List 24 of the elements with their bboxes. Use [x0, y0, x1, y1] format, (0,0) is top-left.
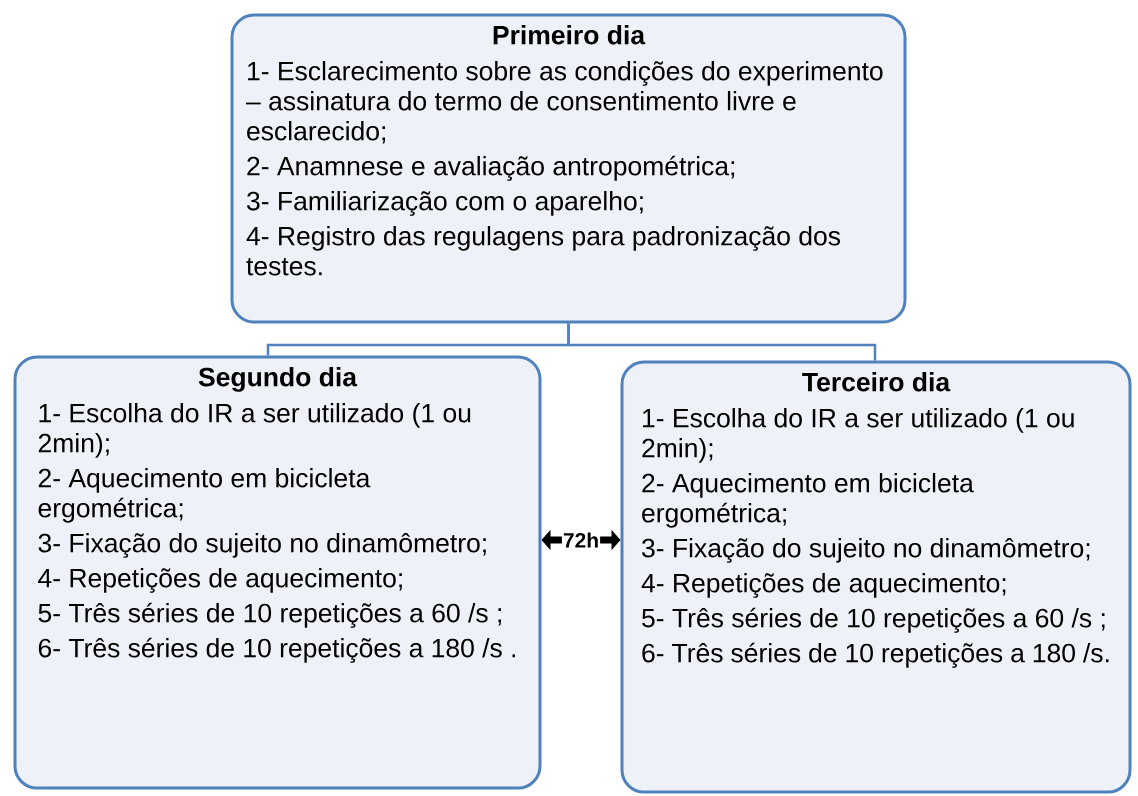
list-item: 4- Repetições de aquecimento; — [641, 573, 1006, 598]
edge-label: 72h — [563, 532, 598, 548]
box-heading: Primeiro dia — [493, 25, 646, 45]
list-item: 2- Anamnese e avaliação antropométrica; — [247, 155, 735, 181]
list-item: 6- Três séries de 10 repetições a 180 /s . — [38, 637, 515, 663]
list-item: 6- Três séries de 10 repetições a 180 /s. — [642, 642, 1109, 668]
connector-line — [567, 323, 877, 361]
box-heading: Segundo dia — [198, 367, 358, 392]
list-item: 1- Escolha do IR a ser utilizado (1 ou 2min); — [38, 403, 471, 458]
list-item: 3- Familiarização com o aparelho; — [247, 191, 643, 216]
box-heading: Terceiro dia — [802, 372, 951, 392]
process-box — [230, 13, 907, 324]
list-item: 5- Três séries de 10 repetições a 60 /s ; — [642, 607, 1105, 633]
list-item: 1- Escolha do IR a ser utilizado (1 ou 2min); — [642, 408, 1074, 463]
process-box — [13, 355, 542, 790]
list-item: 3- Fixação do sujeito no dinamômetro; — [642, 537, 1090, 563]
process-box — [620, 360, 1132, 794]
list-item: 2- Aquecimento em bicicleta ergométrica; — [38, 468, 371, 523]
list-item: 4- Repetições de aquecimento; — [38, 568, 402, 593]
list-item: 1- Esclarecimento sobre as condições do experimento – assinatura do termo de consentimento livre e esclarecido; — [246, 61, 883, 144]
list-item: 3- Fixação do sujeito no dinamômetro; — [38, 532, 486, 558]
list-item: 2- Aquecimento em bicicleta ergométrica; — [642, 473, 974, 528]
list-item: 4- Registro das regulagens para padronização dos testes. — [246, 226, 841, 276]
list-item: 5- Três séries de 10 repetições a 60 /s ; — [38, 602, 501, 628]
